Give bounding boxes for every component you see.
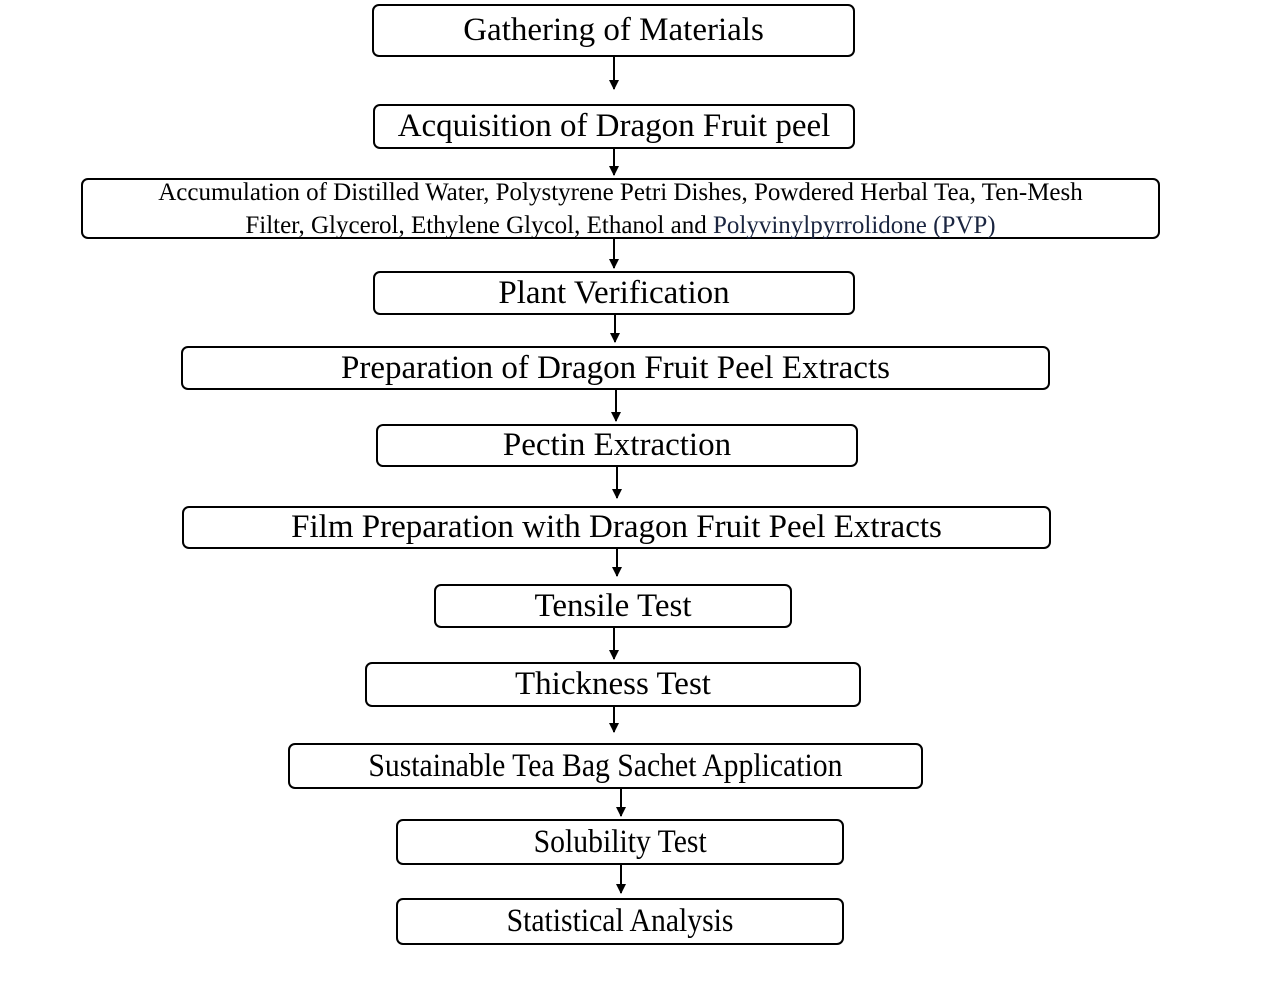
step-label: Solubility Test: [533, 823, 707, 860]
step-sustainable-tea-bag: Sustainable Tea Bag Sachet Application: [288, 743, 923, 789]
step-thickness-test: Thickness Test: [365, 662, 861, 707]
step-label: Sustainable Tea Bag Sachet Application: [368, 747, 843, 784]
step-label: Thickness Test: [515, 666, 711, 702]
step-label-line-1: Accumulation of Distilled Water, Polysty…: [158, 178, 1083, 206]
step-label: Gathering of Materials: [463, 12, 764, 48]
step-label-line-2a: Filter, Glycerol, Ethylene Glycol, Ethan…: [245, 211, 707, 239]
step-label: Acquisition of Dragon Fruit peel: [397, 108, 831, 144]
step-film-preparation: Film Preparation with Dragon Fruit Peel …: [182, 506, 1051, 549]
step-label: Film Preparation with Dragon Fruit Peel …: [291, 509, 942, 545]
step-plant-verification: Plant Verification: [373, 271, 855, 315]
step-tensile-test: Tensile Test: [434, 584, 792, 628]
step-gathering-of-materials: Gathering of Materials: [372, 4, 855, 57]
step-label: Plant Verification: [498, 274, 730, 311]
step-acquisition-of-dragon-fruit-peel: Acquisition of Dragon Fruit peel: [373, 104, 855, 149]
step-solubility-test: Solubility Test: [396, 819, 844, 865]
step-label-line-2b: Polyvinylpyrrolidone (PVP): [712, 211, 996, 239]
step-label: Pectin Extraction: [502, 427, 732, 463]
step-pectin-extraction: Pectin Extraction: [376, 424, 858, 467]
step-label: Preparation of Dragon Fruit Peel Extract…: [341, 349, 890, 386]
step-preparation-of-extracts: Preparation of Dragon Fruit Peel Extract…: [181, 346, 1050, 390]
step-label: Tensile Test: [534, 587, 692, 624]
step-text: Accumulation of Distilled Water, Polysty…: [158, 176, 1083, 242]
step-label-line-2: Filter, Glycerol, Ethylene Glycol, Ethan…: [158, 209, 1083, 242]
step-statistical-analysis: Statistical Analysis: [396, 898, 844, 945]
step-label: Statistical Analysis: [506, 903, 734, 939]
step-accumulation-of-materials: Accumulation of Distilled Water, Polysty…: [81, 178, 1160, 239]
